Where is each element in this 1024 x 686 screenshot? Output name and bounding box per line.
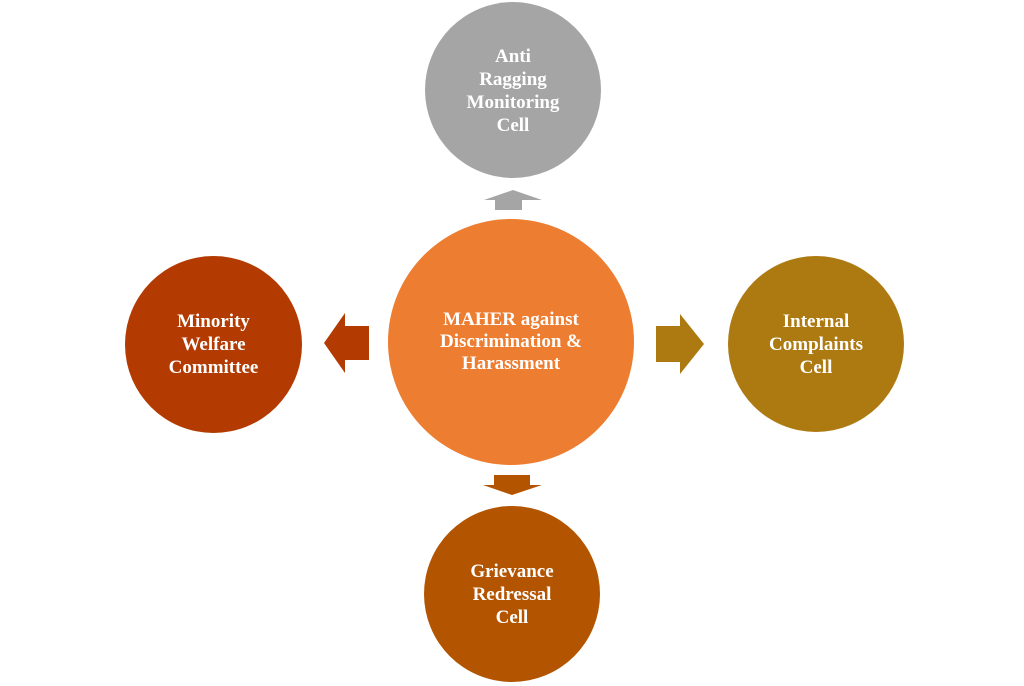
- node-label-internal-complaints: Internal Complaints Cell: [769, 310, 863, 378]
- node-label-minority-welfare: Minority Welfare Committee: [168, 311, 259, 378]
- node-minority-welfare-committee: Minority Welfare Committee: [125, 256, 302, 433]
- node-anti-ragging-monitoring-cell: Anti Ragging Monitoring Cell: [425, 2, 601, 178]
- node-grievance-redressal-cell: Grievance Redressal Cell: [424, 506, 600, 682]
- node-internal-complaints-cell: Internal Complaints Cell: [728, 256, 904, 432]
- arrow-left-icon: [324, 313, 369, 373]
- node-label-grievance-redressal: Grievance Redressal Cell: [470, 560, 554, 628]
- arrow-down-icon: [483, 475, 542, 495]
- node-label-anti-ragging: Anti Ragging Monitoring Cell: [466, 46, 560, 136]
- center-node-label: MAHER against Discrimination & Harassmen…: [440, 309, 582, 374]
- arrow-up-icon: [484, 190, 542, 210]
- center-node-maher: MAHER against Discrimination & Harassmen…: [388, 219, 634, 465]
- arrow-right-icon: [656, 314, 704, 374]
